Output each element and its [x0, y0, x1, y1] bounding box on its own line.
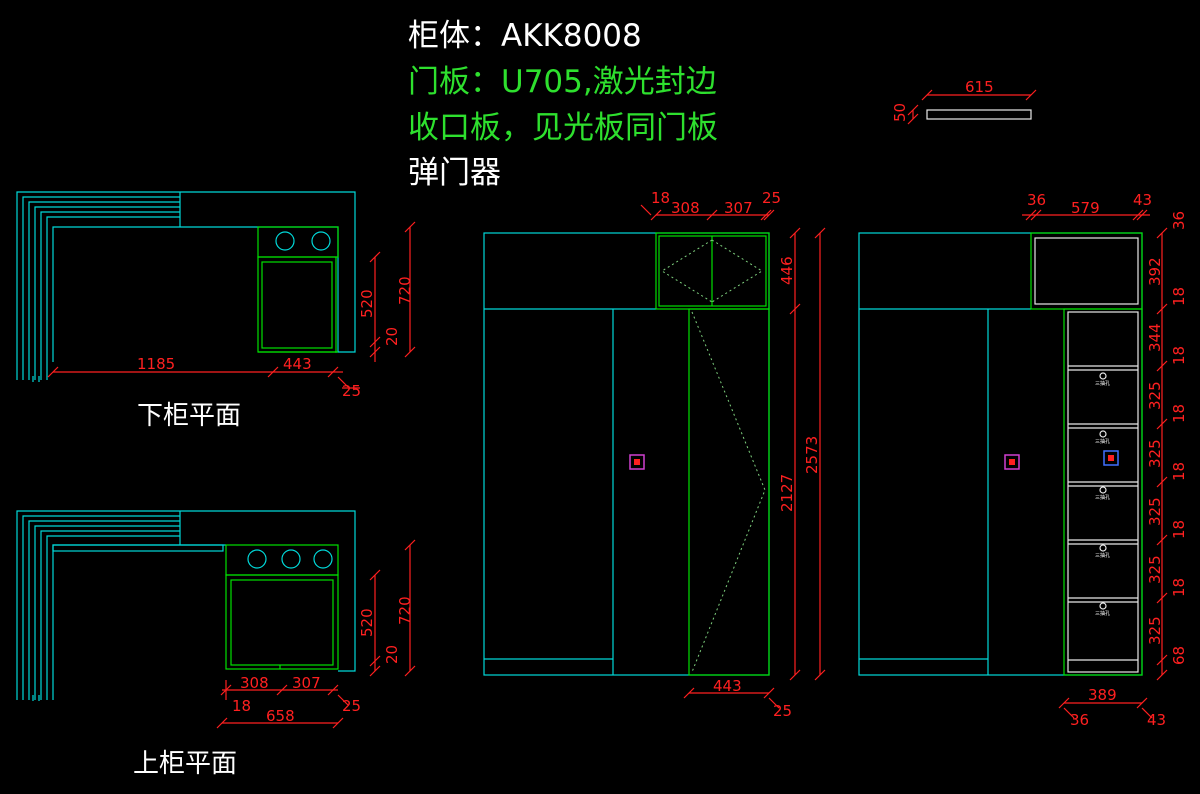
upper-plan-title: 上柜平面 [133, 749, 237, 779]
dim-e2-18e: 18 [1170, 520, 1188, 539]
dim-e1-25: 25 [762, 189, 781, 207]
dim-e2-325b: 325 [1146, 439, 1164, 468]
dim-e1-443: 443 [713, 677, 742, 695]
dim-lower-520: 520 [358, 289, 376, 318]
drawer-handles: 三抽孔 三抽孔 三抽孔 三抽孔 三抽孔 [1095, 372, 1110, 617]
dim-e2-325e: 325 [1146, 616, 1164, 645]
dim-upper-18: 18 [232, 697, 251, 715]
dim-e1-308: 308 [671, 199, 700, 217]
dim-upper-25: 25 [342, 697, 361, 715]
trim-panel-detail: 615 50 [891, 78, 1037, 125]
dim-e2-43: 43 [1133, 191, 1152, 209]
dim-lower-720: 720 [396, 276, 414, 305]
dim-e2-325d: 325 [1146, 555, 1164, 584]
dim-e2-325c: 325 [1146, 497, 1164, 526]
lower-cabinet-plan [16, 191, 356, 382]
dim-e2-392: 392 [1146, 257, 1164, 286]
dim-panel-615: 615 [965, 78, 994, 96]
dim-e1-307: 307 [724, 199, 753, 217]
dim-e1-25b: 25 [773, 702, 792, 720]
svg-text:三抽孔: 三抽孔 [1095, 610, 1110, 617]
dim-e2-18b: 18 [1170, 346, 1188, 365]
dim-e2-18a: 18 [1170, 287, 1188, 306]
dim-e2-43b: 43 [1147, 711, 1166, 729]
dim-upper-20: 20 [383, 645, 401, 664]
svg-text:三抽孔: 三抽孔 [1095, 552, 1110, 559]
upper-plan-dimensions: 308 307 18 658 25 520 20 720 [216, 539, 416, 729]
dim-lower-20: 20 [383, 327, 401, 346]
dim-e1-446: 446 [778, 256, 796, 285]
drawer-shelves [1068, 365, 1138, 661]
dim-lower-25: 25 [342, 382, 361, 400]
dim-e2-36b: 36 [1070, 711, 1089, 729]
upper-cabinet-plan [16, 510, 356, 701]
dim-e2-325a: 325 [1146, 381, 1164, 410]
drawer-knob-icon [1103, 450, 1119, 466]
dim-e1-18: 18 [651, 189, 670, 207]
dim-upper-308: 308 [240, 674, 269, 692]
elevation-interior-dimensions: 36 579 43 36 392 18 344 18 325 18 325 18… [1022, 191, 1188, 729]
note-trim-panel: 收口板，见光板同门板 [408, 110, 718, 146]
dim-e2-36: 36 [1027, 191, 1046, 209]
dim-lower-443: 443 [283, 355, 312, 373]
dim-e2-579: 579 [1071, 199, 1100, 217]
elevation-interior-view: 三抽孔 三抽孔 三抽孔 三抽孔 三抽孔 [858, 232, 1143, 676]
lower-plan-dimensions: 1185 443 25 520 20 720 [47, 221, 416, 400]
dim-e2-389: 389 [1088, 686, 1117, 704]
dim-panel-50: 50 [891, 103, 909, 122]
dim-lower-1185: 1185 [137, 355, 175, 373]
note-cabinet-body: 柜体：AKK8008 [408, 18, 642, 54]
dim-e2-36r: 36 [1170, 211, 1188, 230]
note-door-spring: 弹门器 [408, 155, 501, 191]
lower-plan-title: 下柜平面 [137, 401, 241, 431]
dim-upper-520: 520 [358, 608, 376, 637]
dim-upper-658: 658 [266, 707, 295, 725]
elevation-door-dimensions: 18 308 307 25 446 2127 2573 443 25 [640, 189, 826, 720]
elevation-door-view [483, 232, 770, 676]
dim-e1-2127: 2127 [778, 474, 796, 512]
dim-e1-2573: 2573 [803, 436, 821, 474]
dim-e2-18f: 18 [1170, 578, 1188, 597]
door-knob-icon [1004, 454, 1020, 470]
dim-upper-720: 720 [396, 596, 414, 625]
note-door-panel: 门板：U705,激光封边 [408, 64, 717, 100]
dim-e2-344: 344 [1146, 323, 1164, 352]
svg-text:三抽孔: 三抽孔 [1095, 438, 1110, 445]
svg-text:三抽孔: 三抽孔 [1095, 494, 1110, 501]
dim-upper-307: 307 [292, 674, 321, 692]
door-knob-icon [629, 454, 645, 470]
svg-text:三抽孔: 三抽孔 [1095, 380, 1110, 387]
dim-e2-18d: 18 [1170, 462, 1188, 481]
dim-e2-68: 68 [1170, 646, 1188, 665]
dim-e2-18c: 18 [1170, 404, 1188, 423]
